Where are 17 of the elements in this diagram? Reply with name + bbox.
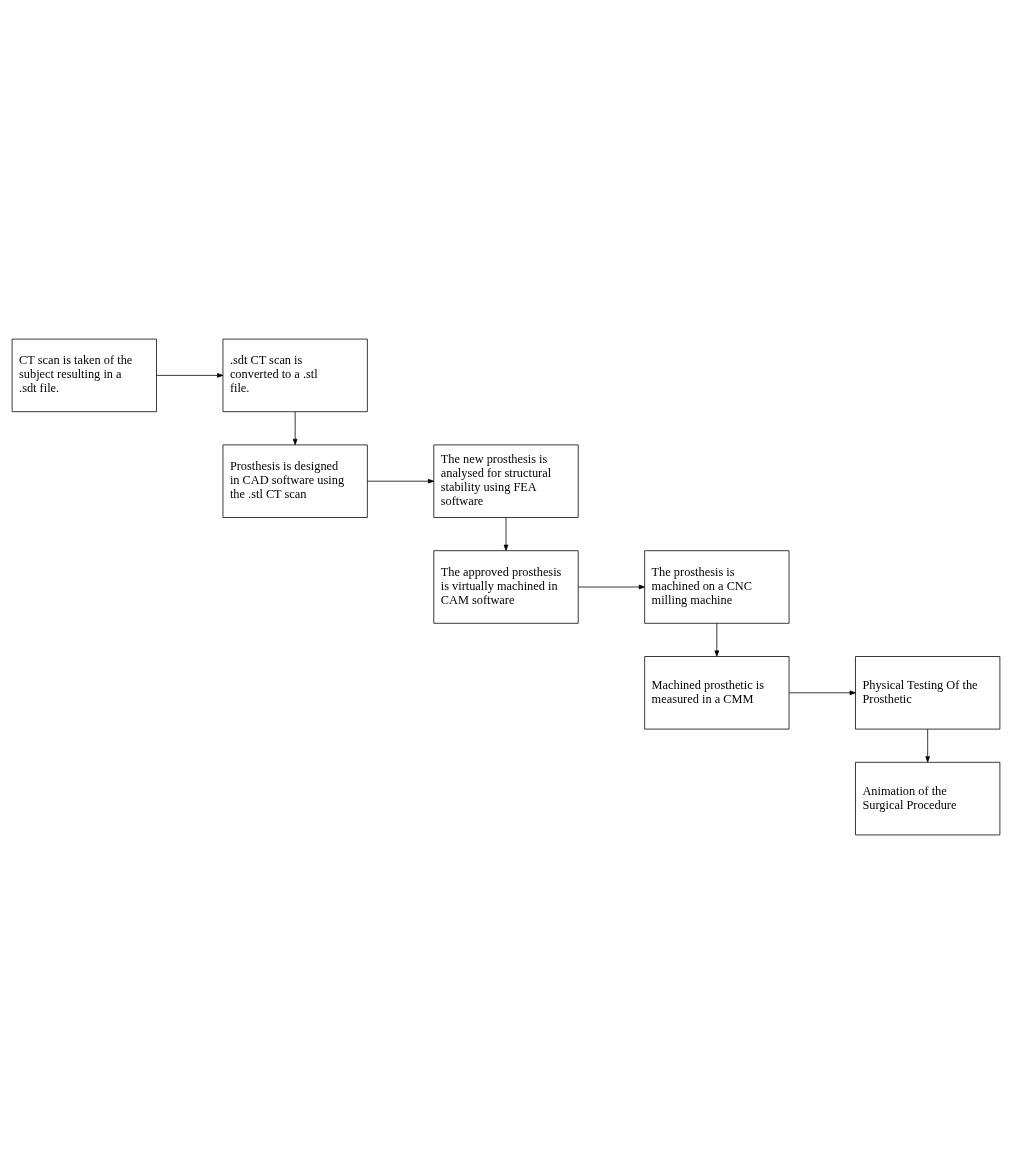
arrow <box>155 373 223 378</box>
node-box: .sdt CT scan is converted to a .stl file. <box>222 338 368 413</box>
arrow <box>503 517 508 551</box>
node-box: Animation of the Surgical Procedure <box>854 761 1000 836</box>
node-box: Physical Testing Of the Prosthetic <box>854 656 1000 730</box>
arrow <box>788 690 856 696</box>
arrow <box>292 411 297 446</box>
arrow <box>924 728 930 763</box>
node-box: The approved prosthesis is virtually machined in CAM software <box>432 550 579 624</box>
node-box: The new prosthesis is analysed for structural stability using FEA software <box>432 444 579 518</box>
arrow <box>714 622 719 657</box>
node-box: The prosthesis is machined on a CNC milling machine <box>643 550 789 624</box>
arrow <box>577 584 645 590</box>
node-box: CT scan is taken of the subject resulting in a .sdt file. <box>11 338 157 413</box>
node-box: Machined prosthetic is measured in a CMM <box>643 656 789 730</box>
arrow <box>366 478 434 484</box>
node-box: Prosthesis is designed in CAD software using the .stl CT scan <box>222 444 368 518</box>
